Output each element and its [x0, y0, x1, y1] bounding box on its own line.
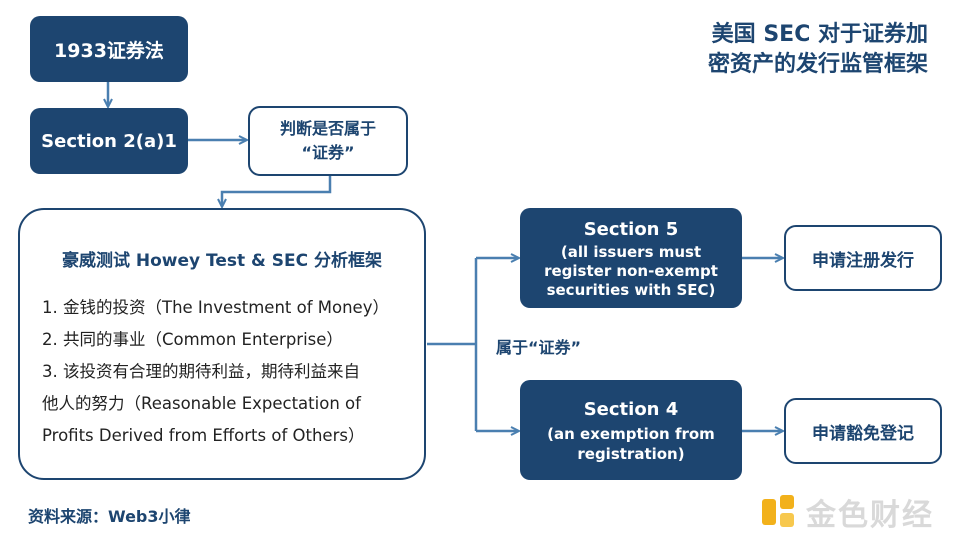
- howey-item: 1. 金钱的投资（The Investment of Money）: [42, 298, 389, 317]
- is-security-label: 属于“证券”: [496, 338, 582, 357]
- section-4-line-1: (an exemption from: [547, 425, 715, 443]
- section-5-title: Section 5: [583, 218, 679, 240]
- judge-security-box: 判断是否属于 “证券”: [248, 106, 408, 176]
- apply-exemption-label: 申请豁免登记: [812, 423, 914, 444]
- section-4-line-2: registration): [577, 445, 685, 463]
- jinse-logo: 金色财经: [760, 490, 934, 534]
- howey-item: 他人的努力（Reasonable Expectation of: [42, 394, 361, 413]
- jinse-logo-text: 金色财经: [806, 498, 934, 533]
- howey-test-box: 豪威测试 Howey Test & SEC 分析框架 1. 金钱的投资（The …: [18, 208, 426, 480]
- section-2a1-label: Section 2(a)1: [41, 130, 177, 152]
- section-4-box: Section 4 (an exemption from registratio…: [520, 380, 742, 480]
- securities-act-label: 1933证券法: [54, 39, 164, 62]
- section-5-box: Section 5 (all issuers must register non…: [520, 208, 742, 308]
- diagram-title: 美国 SEC 对于证券加 密资产的发行监管框架: [708, 20, 928, 80]
- arrow-judge-to-howey: [222, 176, 332, 206]
- howey-item: 2. 共同的事业（Common Enterprise）: [42, 330, 343, 349]
- title-line-1: 美国 SEC 对于证券加: [711, 22, 928, 47]
- apply-registration-label: 申请注册发行: [812, 250, 914, 271]
- section-5-line-3: securities with SEC): [546, 280, 716, 299]
- apply-exemption-box: 申请豁免登记: [784, 398, 942, 464]
- howey-item: Profits Derived from Efforts of Others）: [42, 426, 365, 445]
- section-2a1-box: Section 2(a)1: [30, 108, 188, 174]
- howey-heading: 豪威测试 Howey Test & SEC 分析框架: [61, 251, 383, 271]
- apply-registration-box: 申请注册发行: [784, 225, 942, 291]
- section-5-line-1: (all issuers must: [560, 242, 702, 261]
- judge-line-1: 判断是否属于: [279, 119, 376, 138]
- judge-line-2: “证券”: [301, 143, 355, 162]
- securities-act-box: 1933证券法: [30, 16, 188, 82]
- title-line-2: 密资产的发行监管框架: [707, 52, 928, 77]
- howey-criteria-list: 1. 金钱的投资（The Investment of Money） 2. 共同的…: [42, 292, 412, 452]
- howey-item: 3. 该投资有合理的期待利益，期待利益来自: [42, 362, 360, 381]
- jinse-logo-icon: [760, 493, 798, 531]
- section-5-line-2: register non-exempt: [544, 261, 718, 280]
- section-4-title: Section 4: [583, 399, 679, 420]
- source-note: 资料来源：Web3小律: [28, 507, 191, 526]
